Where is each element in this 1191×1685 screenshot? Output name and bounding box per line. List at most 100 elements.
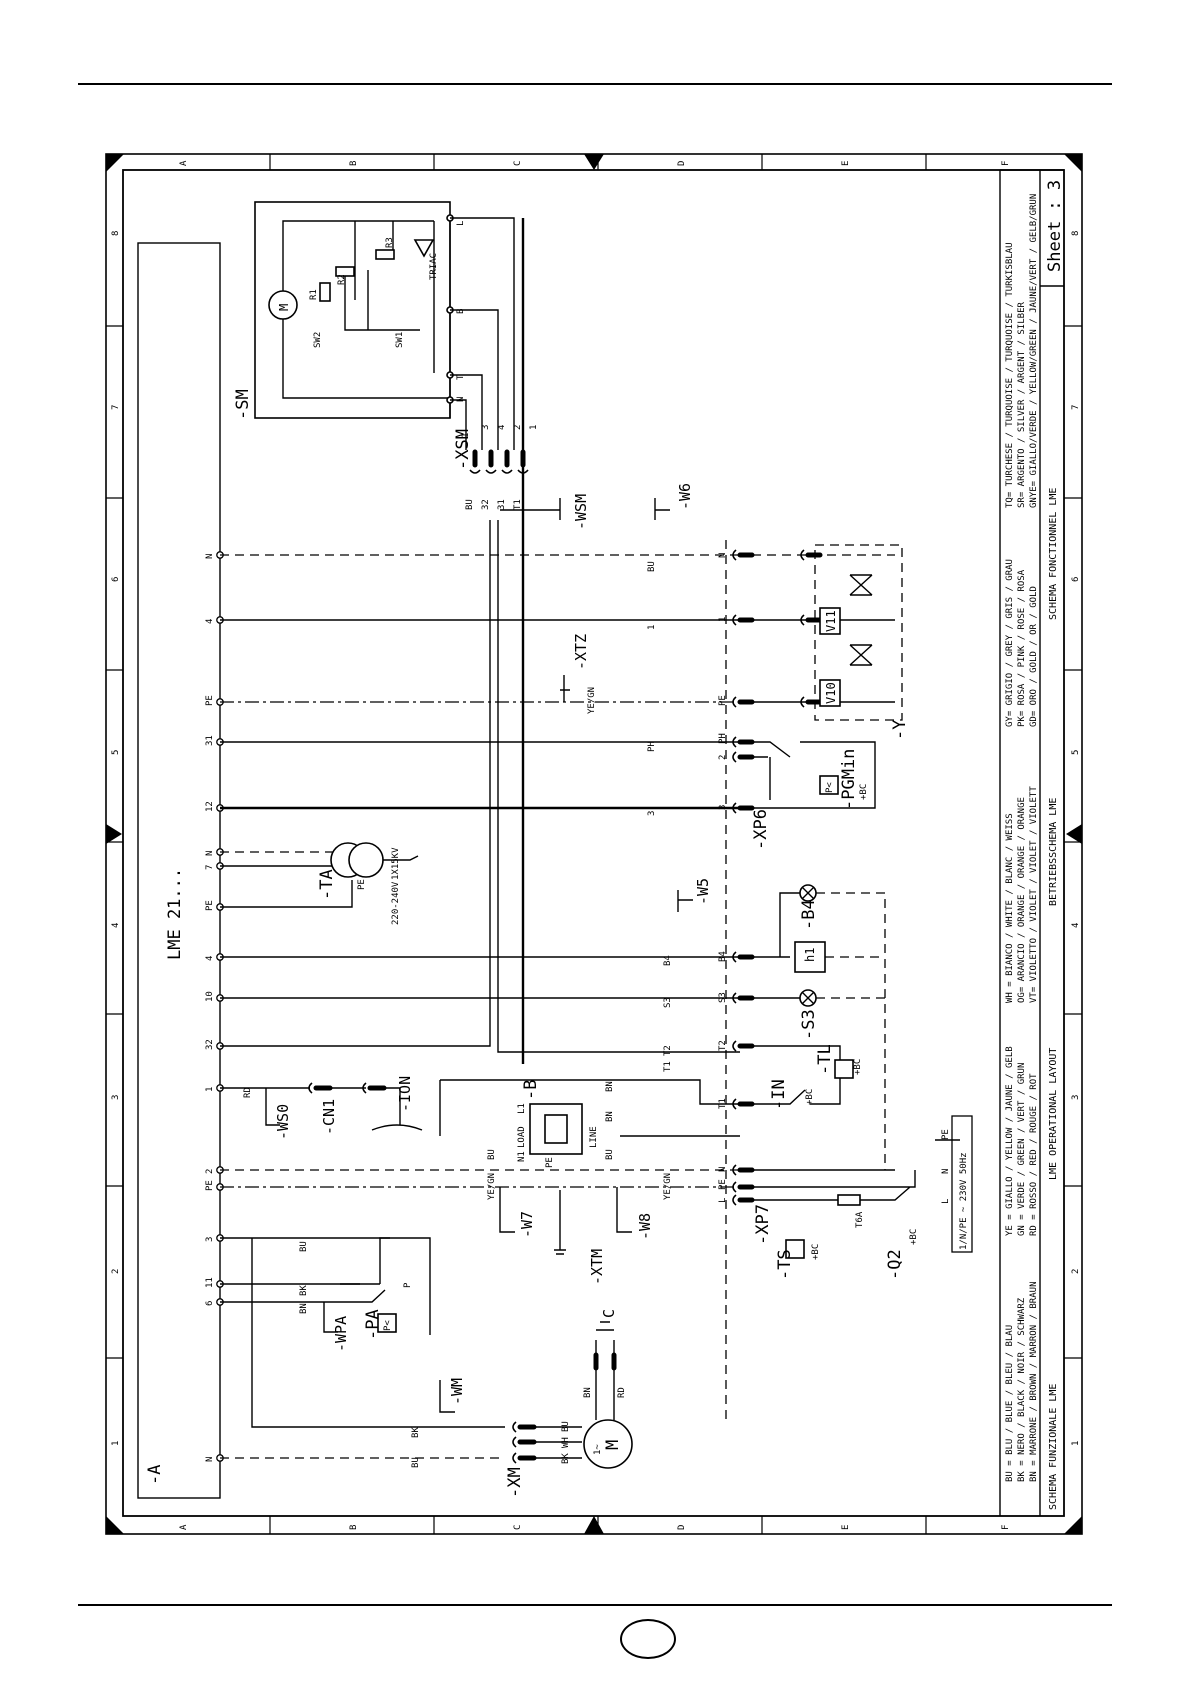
row-right-8: 8 bbox=[1071, 231, 1081, 236]
xp6-pin-ph: PH bbox=[718, 733, 728, 744]
wl-bu-6: BU bbox=[561, 1421, 571, 1432]
inner-frame bbox=[122, 169, 1065, 1517]
frame-labels: A B C D E F A B C D E F 8 7 6 5 4 3 2 1 … bbox=[111, 160, 1081, 1530]
xp6-pin-n: N bbox=[718, 553, 728, 558]
legend-2-0: WH = BIANCO / WHITE / BLANC / WEISS bbox=[1005, 813, 1015, 1003]
lme-pin-label: 4 bbox=[205, 619, 215, 624]
xp7-pin-t1: T1 bbox=[718, 1098, 728, 1109]
sm-triac bbox=[413, 239, 435, 258]
motor-label: M bbox=[603, 1440, 623, 1450]
b-l1-label: L1 bbox=[517, 1103, 527, 1114]
wire-labels: BU 1 YE/GN PH 3 B4 S3 T2 T1 BN BN BU BU … bbox=[243, 561, 673, 1468]
row-left-2: 2 bbox=[111, 1269, 121, 1274]
w5-shield bbox=[677, 890, 693, 912]
cap-wiring bbox=[595, 1340, 615, 1420]
title-en: LME OPERATIONAL LAYOUT bbox=[1048, 1048, 1059, 1180]
ion-probe bbox=[371, 1124, 423, 1131]
main-wiring bbox=[220, 520, 740, 1459]
xsm-connector: -XSM 1 3 4 2 1 BU 32 31 T1 bbox=[450, 217, 539, 1064]
wl-t1: T1 bbox=[663, 1061, 673, 1072]
wl-bn-3: BN bbox=[299, 1303, 309, 1314]
lme-pin-label: 1 bbox=[205, 1087, 215, 1092]
title-de: BETRIEBSSCHEMA LME bbox=[1048, 798, 1059, 906]
wl-t2: T2 bbox=[663, 1045, 673, 1056]
wl-yegn-1: YE/GN bbox=[587, 687, 597, 714]
ta-rating-label: 1X15KV bbox=[391, 847, 401, 880]
col-bottom-b: B bbox=[349, 1525, 359, 1530]
pa-switch bbox=[340, 1237, 390, 1303]
row-left-1: 1 bbox=[111, 1441, 121, 1446]
sm-term-t: T bbox=[456, 374, 466, 380]
wsm-shield bbox=[500, 498, 561, 520]
col-top-d: D bbox=[677, 161, 687, 166]
row-right-4: 4 bbox=[1071, 923, 1081, 928]
h1-label: h1 bbox=[803, 948, 817, 962]
lme-pin-label: 12 bbox=[205, 801, 215, 812]
lme-pin-label: 3 bbox=[205, 1237, 215, 1242]
pgmin-switch bbox=[752, 741, 876, 809]
lme-pin-label: PE bbox=[205, 900, 215, 911]
row-left-5: 5 bbox=[111, 750, 121, 755]
wl-s3: S3 bbox=[663, 997, 673, 1008]
legend-0-1: BK = NERO / BLACK / NOIR / SCHWARZ bbox=[1017, 1297, 1027, 1482]
w8-shield bbox=[616, 1187, 632, 1233]
row-left-4: 4 bbox=[111, 923, 121, 928]
ion-wiring bbox=[330, 1087, 401, 1125]
title-fr: SCHEMA FONCTIONNEL LME bbox=[1048, 488, 1059, 620]
wl-bn-2: BN bbox=[605, 1111, 615, 1122]
ta-volt-label: 220-240V bbox=[391, 881, 401, 925]
xp7-pin-b4: B4 bbox=[718, 951, 728, 962]
wl-one: 1 bbox=[647, 625, 657, 630]
row-left-7: 7 bbox=[111, 405, 121, 410]
sm-term-l: L bbox=[456, 221, 466, 226]
legend-0-2: BN = MARRONE / BROWN / MARRON / BRAUN bbox=[1029, 1282, 1039, 1482]
ts-label: -TS bbox=[775, 1249, 795, 1280]
lme-pin-label: PE bbox=[205, 695, 215, 706]
xp6-label: -XP6 bbox=[751, 809, 771, 850]
ta-label: -TA bbox=[317, 869, 337, 900]
legend-3-1: PK= ROSA / PINK / ROSE / ROSA bbox=[1017, 569, 1027, 727]
b-load-label: LOAD bbox=[517, 1126, 527, 1148]
ws0-shield bbox=[265, 1088, 280, 1126]
sm-sw2-label: SW2 bbox=[313, 332, 323, 348]
xp7-connector: -XP7 B4 S3 T2 T1 N PE L bbox=[718, 951, 773, 1245]
lme-pin-label: PE bbox=[205, 1180, 215, 1191]
xm-label: -XM bbox=[505, 1467, 525, 1498]
col-top-f: F bbox=[1001, 161, 1011, 166]
pgmin-label: -PGMin bbox=[839, 749, 859, 810]
in-label: -IN bbox=[769, 1079, 789, 1110]
legend-4-1: SR= ARGENTO / SILVER / ARGENT / SILBER bbox=[1017, 302, 1027, 508]
col-top-b: B bbox=[349, 161, 359, 166]
q2-bc-label: +BC bbox=[909, 1229, 919, 1245]
xsm-pin-4: 4 bbox=[497, 425, 507, 430]
row-right-5: 5 bbox=[1071, 750, 1081, 755]
xp6-pin-1: 1 bbox=[718, 617, 728, 622]
b-module-label: -B bbox=[521, 1080, 541, 1100]
top-rule bbox=[78, 83, 1112, 85]
ts-box bbox=[785, 1239, 805, 1259]
sm-resistor-r2 bbox=[335, 266, 355, 277]
lme-pin-label: 7 bbox=[205, 865, 215, 870]
row-right-1: 1 bbox=[1071, 1441, 1081, 1446]
xsm-pin-3: 3 bbox=[481, 425, 491, 430]
lme-title: LME 21... bbox=[165, 868, 185, 960]
legend-3-2: GD= ORO / GOLD / OR / GOLD bbox=[1029, 586, 1039, 727]
col-bottom-a: A bbox=[179, 1524, 189, 1530]
valve-y-label: -Y bbox=[890, 720, 910, 740]
xsm-wire-t1: T1 bbox=[513, 499, 523, 510]
sm-r3-label: R3 bbox=[385, 237, 395, 248]
title-it: SCHEMA FUNZIONALE LME bbox=[1048, 1384, 1059, 1510]
capacitor-c bbox=[596, 1321, 614, 1331]
w7-label: -W7 bbox=[518, 1211, 536, 1238]
legend-3-0: GY= GRIGIO / GREY / GRIS / GRAU bbox=[1005, 559, 1015, 727]
valve-v11-box bbox=[819, 607, 841, 635]
neutral-return bbox=[816, 892, 886, 1170]
valve-v11-label: V11 bbox=[824, 610, 838, 632]
w8-label: -W8 bbox=[636, 1213, 654, 1240]
motor-wiring bbox=[534, 1426, 582, 1459]
sheet-label: Sheet : 3 bbox=[1045, 180, 1065, 272]
lme-pin-label: 32 bbox=[205, 1039, 215, 1050]
pa-p-label: P bbox=[403, 1282, 413, 1288]
xsm-wire-32: 32 bbox=[481, 499, 491, 510]
b-n1-label: N1 bbox=[517, 1151, 527, 1162]
